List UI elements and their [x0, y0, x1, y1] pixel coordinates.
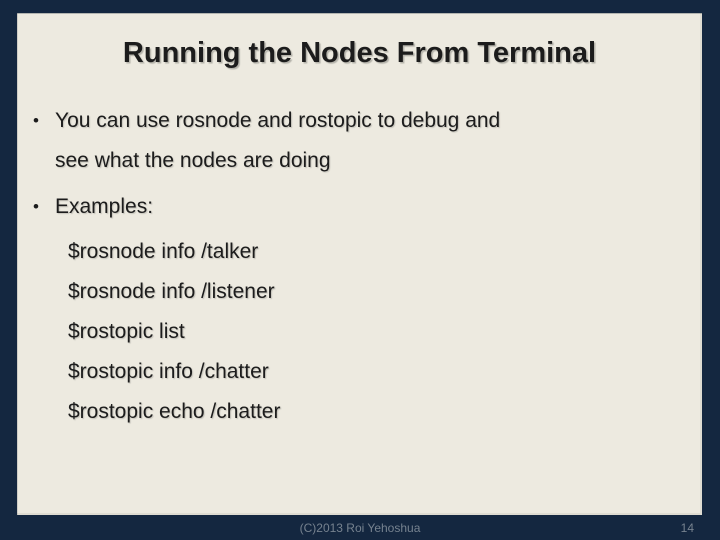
bullet-text: You can use rosnode and rostopic to debu… [55, 101, 500, 181]
command-line: $rostopic echo /chatter [68, 400, 281, 423]
bullet-text-line: see what the nodes are doing [55, 149, 331, 172]
command-line: $rostopic list [68, 320, 185, 343]
slide-title: Running the Nodes From Terminal [122, 37, 597, 69]
footer-bar: (C)2013 Roi Yehoshua 14 [0, 515, 720, 540]
bullet-text: Examples: [55, 187, 153, 227]
command-list: $rosnode info /talker $rosnode info /lis… [68, 232, 280, 432]
bullet-item: • Examples: [33, 187, 500, 227]
bullet-icon: • [33, 197, 39, 216]
page-number: 14 [680, 521, 694, 535]
bullet-icon: • [33, 111, 39, 130]
bullet-list: • You can use rosnode and rostopic to de… [33, 101, 500, 227]
footer-credit: (C)2013 Roi Yehoshua [299, 521, 421, 535]
bullet-text-line: Examples: [55, 195, 154, 218]
command-line: $rosnode info /listener [68, 280, 275, 303]
command-line: $rosnode info /talker [68, 240, 259, 263]
command-line: $rostopic info /chatter [68, 360, 269, 383]
bullet-item: • You can use rosnode and rostopic to de… [33, 101, 500, 181]
bullet-text-line: You can use rosnode and rostopic to debu… [55, 109, 501, 132]
slide-content-panel: Running the Nodes From Terminal • You ca… [17, 13, 702, 515]
